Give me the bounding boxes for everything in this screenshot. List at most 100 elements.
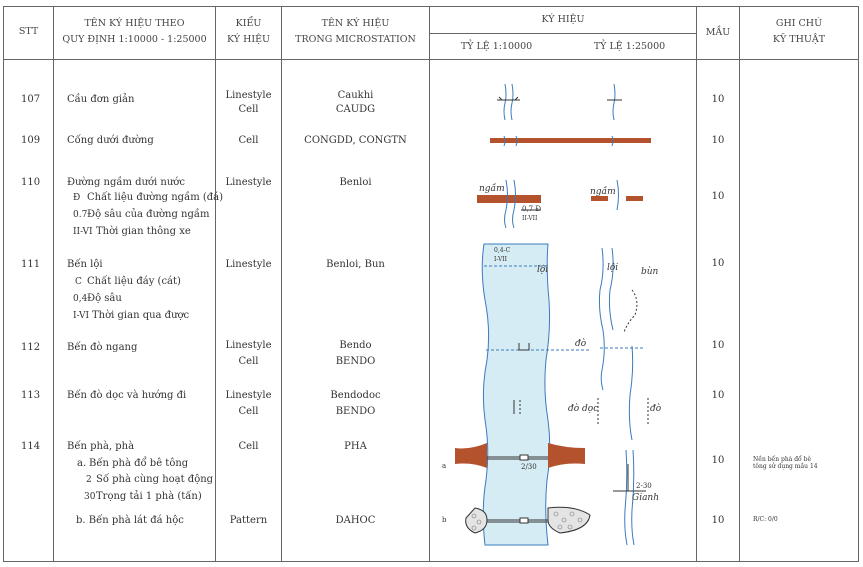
symbol-label: ngầm (479, 184, 505, 194)
header-scale-10000: TỶ LỆ 1:10000 (460, 41, 533, 52)
row-sub-code: 0.7 (73, 210, 88, 220)
header-note-line1: GHI CHÚ (775, 18, 823, 29)
row-color: 10 (711, 258, 725, 269)
river-area (481, 243, 551, 546)
row-sub-code: C (75, 277, 82, 287)
row-sub-code: 30 (84, 492, 96, 502)
row-ms-name: Benloi, Bun (326, 259, 385, 270)
row-sub-text: Số phà cùng hoạt động (96, 474, 214, 485)
symbol-label: Gianh (632, 493, 660, 503)
symbol-label: 2/30 (521, 463, 537, 471)
row-note-b: R/C: 0/0 (753, 516, 778, 523)
row-color: 10 (711, 94, 725, 105)
row-ms-name-b: DAHOC (335, 515, 376, 526)
symbol-label: I-VII (494, 256, 508, 263)
row-color: 10 (711, 191, 725, 202)
row-stt: 112 (21, 342, 41, 353)
symbol-label: b (442, 516, 447, 524)
symbol-label: II-VII (522, 215, 538, 222)
row-ms-name: Benloi (339, 177, 372, 188)
row-type: Linestyle (225, 390, 272, 401)
row-sub-code: I-VI (73, 311, 89, 321)
bridge-symbol (503, 83, 616, 121)
row-color: 10 (711, 455, 725, 466)
row-sub-b: b. Bến phà lát đá hộc (76, 515, 184, 526)
symbol-label: 0,7 Đ (522, 205, 542, 213)
symbol-label: a (442, 462, 447, 470)
header-scale-25000: TỶ LỆ 1:25000 (593, 41, 666, 52)
row-ms-name: Bendo (339, 340, 372, 351)
row-sub-text: Độ sâu của đường ngầm (87, 209, 210, 220)
row-type: Cell (238, 104, 259, 115)
header-type-line1: KIỂU (235, 18, 262, 29)
row-color-b: 10 (711, 515, 725, 526)
row-ms-name: CAUDG (335, 104, 376, 115)
symbol-label: ngầm (590, 187, 616, 197)
row-name: Bến phà, phà (67, 441, 135, 452)
row-sub-text: Độ sâu (87, 293, 122, 304)
row-type: Cell (238, 135, 259, 146)
row-type: Linestyle (225, 90, 272, 101)
header-name-line2: QUY ĐỊNH 1:10000 - 1:25000 (62, 34, 207, 45)
symbol-label: đò (575, 339, 587, 349)
row-sub-text: Thời gian thông xe (96, 226, 191, 237)
header-ms-line2: TRONG MICROSTATION (295, 34, 416, 45)
row-stt: 111 (21, 259, 41, 270)
header-type-line2: KÝ HIỆU (226, 34, 271, 45)
row-sub-code: 2 (86, 475, 92, 485)
row-ms-name: BENDO (335, 356, 376, 367)
row-name: Bến lội (67, 259, 103, 270)
row-stt: 114 (21, 441, 41, 452)
symbol-label: lội (537, 265, 549, 275)
header-note-line2: KỸ THUẬT (772, 34, 826, 45)
symbol-label: 0,4-C (494, 247, 511, 254)
row-ms-name: Caukhi (337, 90, 374, 101)
row-ms-name: Bendodoc (330, 390, 381, 401)
row-type: Linestyle (225, 177, 272, 188)
row-sub-text: Thời gian qua được (92, 310, 190, 321)
symbol-label: bùn (641, 267, 659, 277)
symbol-label: đò (650, 404, 662, 414)
row-name: Cầu đơn giản (67, 94, 135, 105)
row-stt: 113 (21, 390, 41, 401)
row-type: Linestyle (225, 259, 272, 270)
row-color: 10 (711, 390, 725, 401)
row-name: Đường ngầm dưới nước (67, 177, 185, 188)
culvert-symbol (490, 135, 651, 147)
row-sub-code: Đ (73, 193, 81, 203)
ferry-landing-concrete (548, 443, 585, 468)
ferry-landing-stone (465, 507, 488, 534)
row-type: Cell (238, 406, 259, 417)
row-sub-code: II-VI (73, 227, 93, 237)
row-name: Bến đò dọc và hướng đi (67, 390, 187, 401)
row-ms-name: CONGDD, CONGTN (304, 135, 407, 146)
row-name: Cống dưới đường (67, 135, 154, 146)
row-type-b: Pattern (229, 515, 268, 526)
header-name-line1: TÊN KÝ HIỆU THEO (84, 18, 185, 29)
row-sub-text: Chất liệu đáy (cát) (87, 276, 181, 287)
ferry-landing-concrete (455, 443, 487, 468)
row-color: 10 (711, 135, 725, 146)
row-sub-code: 0,4 (73, 294, 88, 304)
row-ms-name: BENDO (335, 406, 376, 417)
row-type: Linestyle (225, 340, 272, 351)
header-ms-line1: TÊN KÝ HIỆU (321, 18, 390, 29)
underwater-road-symbol (477, 179, 643, 229)
row-stt: 109 (21, 135, 41, 146)
header-stt: STT (18, 26, 39, 37)
ferry-landing-stone (547, 506, 591, 534)
row-type: Cell (238, 356, 259, 367)
row-sub-text: Chất liệu đường ngầm (đá) (87, 192, 224, 203)
row-name: Bến đò ngang (67, 342, 138, 353)
row-stt: 107 (21, 94, 41, 105)
row-color: 10 (711, 340, 725, 351)
header-color: MẦU (705, 27, 731, 38)
symbol-label: lội (607, 263, 619, 273)
header-symbol: KÝ HIỆU (541, 14, 585, 25)
row-sub-text: Trọng tải 1 phà (tấn) (96, 491, 202, 502)
symbol-label: đò dọc (568, 404, 599, 414)
symbol-label: 2-30 (636, 482, 652, 490)
row-stt: 110 (21, 177, 41, 188)
